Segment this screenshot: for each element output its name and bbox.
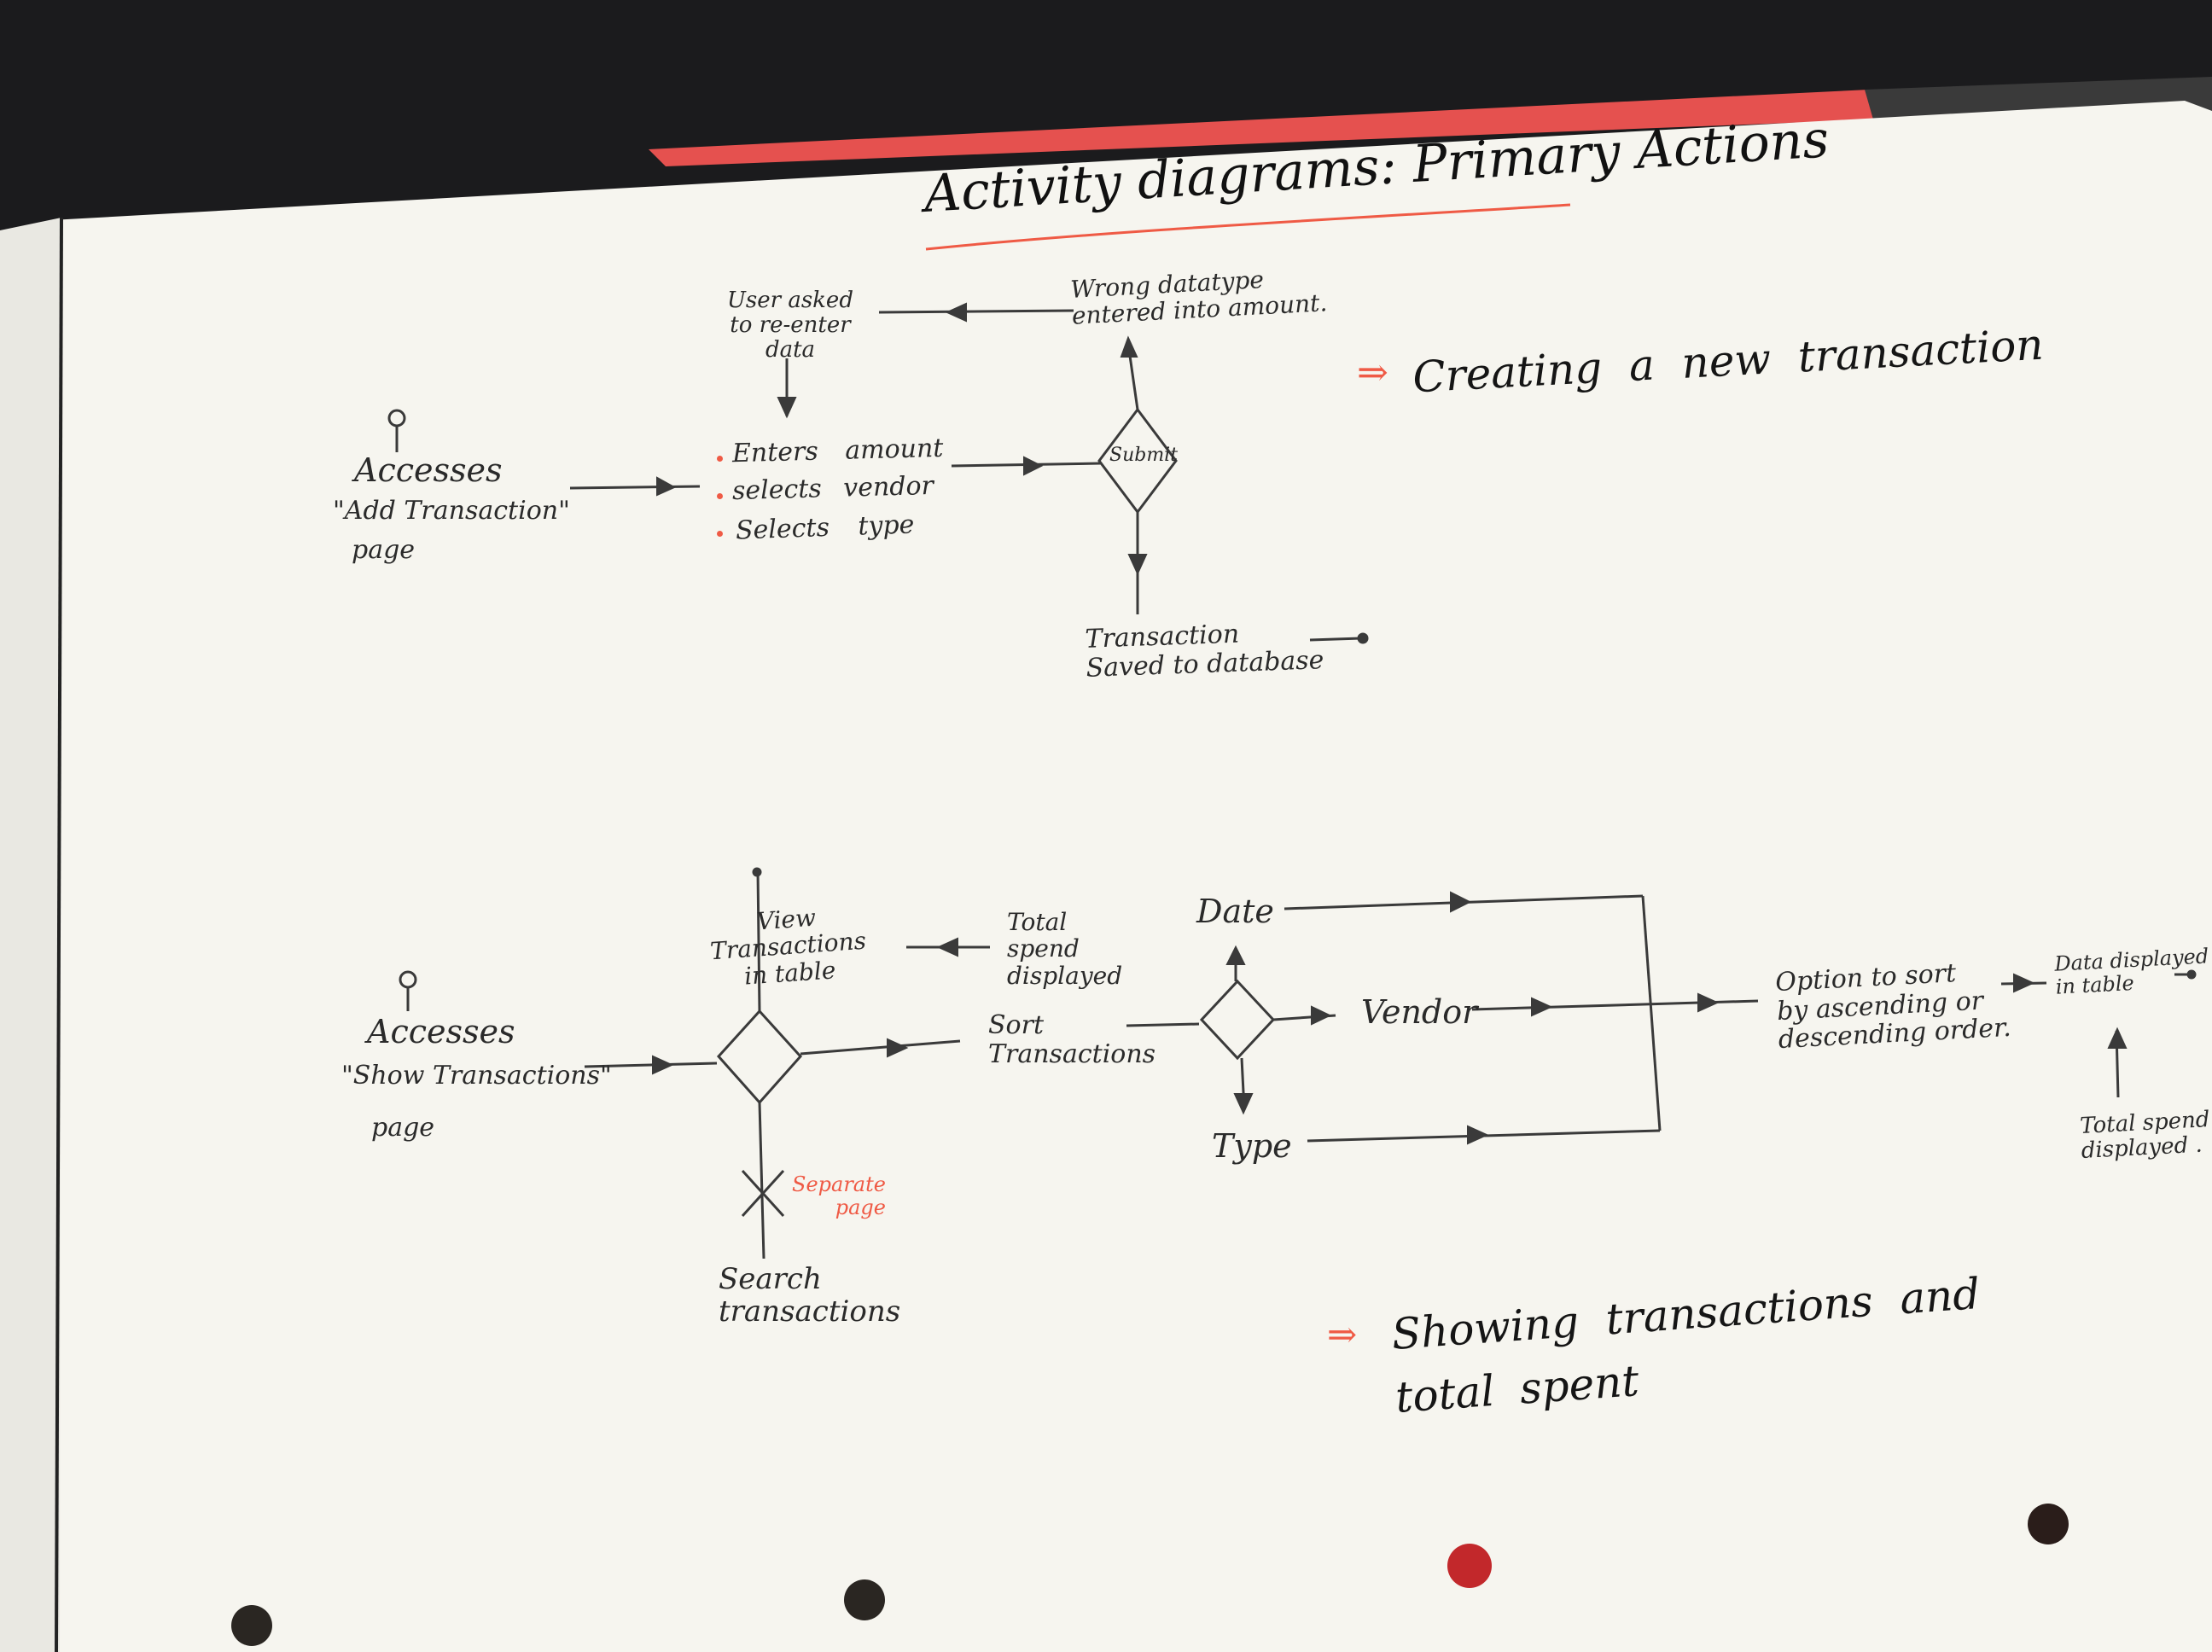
step-enters-amount: Enters amount — [731, 433, 944, 469]
sort-decision — [1199, 979, 1276, 1061]
separate-page-label: Separate page — [792, 1172, 886, 1219]
edge-access-to-steps — [569, 485, 701, 490]
submit-label: Submit — [1109, 445, 1179, 466]
accesses-label-1: Accesses — [354, 451, 503, 489]
edge-submit-to-error — [1127, 349, 1139, 410]
step-selects-vendor: selects vendor — [731, 470, 934, 507]
step-selects-type: Selects type — [735, 509, 915, 546]
show-decision — [716, 1009, 803, 1105]
show-page-word: page — [371, 1113, 435, 1143]
show-heading-arrow: ⇒ — [1327, 1313, 1358, 1355]
sort-option-type: Type — [1212, 1127, 1292, 1165]
sort-transactions-label: Sort Transactions — [988, 1010, 1156, 1069]
sort-option-date: Date — [1196, 893, 1274, 930]
step-bullet-1 — [717, 456, 723, 462]
start-node-2 — [399, 970, 417, 989]
separate-cross-b — [741, 1169, 785, 1218]
add-heading-arrow: ⇒ — [1357, 351, 1388, 394]
view-end-dot — [752, 867, 762, 877]
edge-decision-to-sort — [800, 1039, 961, 1056]
edge-sort-to-decision — [1126, 1022, 1200, 1027]
edge-saved-to-end — [1309, 637, 1362, 642]
title-underline — [925, 203, 1571, 251]
show-page-name: "Show Transactions" — [341, 1061, 612, 1091]
search-transactions-label: Search transactions — [719, 1262, 901, 1329]
accesses-label-2: Accesses — [367, 1013, 515, 1050]
data-displayed-label: Data displayed in table — [2053, 944, 2209, 999]
add-page-word: page — [352, 535, 416, 565]
merge-bar — [1641, 895, 1662, 1131]
edge-decision-to-search — [758, 1102, 765, 1259]
edge-decision-to-view — [756, 870, 761, 1012]
edge-access-to-decision — [584, 1062, 718, 1068]
saved-label: Transaction Saved to database — [1084, 619, 1324, 683]
step-bullet-3 — [717, 531, 723, 537]
sort-order-option-label: Option to sort by ascending or descendin… — [1774, 958, 2012, 1056]
arrowheads — [652, 302, 2128, 1145]
end-node-2 — [2186, 969, 2197, 980]
edge-error-to-reenter — [878, 309, 1074, 314]
end-node-1 — [1357, 632, 1369, 644]
start-node-1 — [387, 409, 406, 428]
reenter-label: User asked to re-enter data — [727, 288, 853, 364]
add-page-name: "Add Transaction" — [333, 496, 570, 526]
total-spend-label: Total spend displayed — [1007, 908, 1123, 990]
view-transactions-label: View Transactions in table — [709, 903, 867, 991]
sort-option-vendor: Vendor — [1361, 993, 1478, 1031]
total-spend-right-label: Total spend displayed . — [2079, 1107, 2211, 1165]
step-bullet-2 — [717, 493, 723, 499]
